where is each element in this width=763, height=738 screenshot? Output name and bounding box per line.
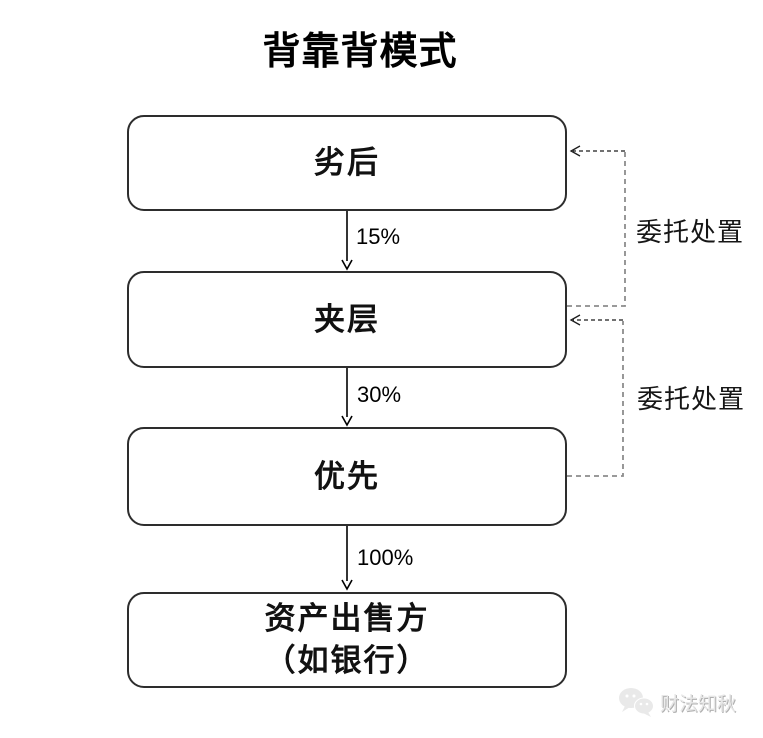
entrust-label-lower: 委托处置 — [637, 385, 746, 414]
diagram-title: 背靠背模式 — [262, 31, 458, 73]
flow-arrow-mezzanine-to-senior — [341, 368, 353, 427]
node-senior-label: 优先 — [314, 458, 380, 494]
node-asset-seller-label: 资产出售方 （如银行） — [264, 601, 430, 678]
watermark-text: 财法知秋 — [660, 694, 737, 715]
watermark: 财法知秋 — [617, 686, 736, 719]
flow-label-15pct: 15% — [356, 224, 401, 249]
wechat-icon — [619, 688, 654, 717]
flow-label-100pct: 100% — [357, 545, 414, 570]
entrust-connector-mezzanine-to-subordinated — [567, 145, 626, 307]
flow-label-30pct: 30% — [357, 382, 402, 407]
node-subordinated-tranche: 劣后 — [127, 115, 567, 211]
entrust-connector-senior-to-mezzanine — [567, 314, 624, 477]
node-mezzanine-label: 夹层 — [314, 301, 380, 337]
flow-arrow-senior-to-seller — [341, 526, 353, 591]
flow-arrow-subordinated-to-mezzanine — [341, 211, 353, 271]
node-mezzanine-tranche: 夹层 — [127, 271, 567, 368]
node-subordinated-label: 劣后 — [314, 145, 380, 181]
node-senior-tranche: 优先 — [127, 427, 567, 526]
node-asset-seller: 资产出售方 （如银行） — [127, 592, 567, 688]
entrust-label-upper: 委托处置 — [636, 218, 745, 247]
